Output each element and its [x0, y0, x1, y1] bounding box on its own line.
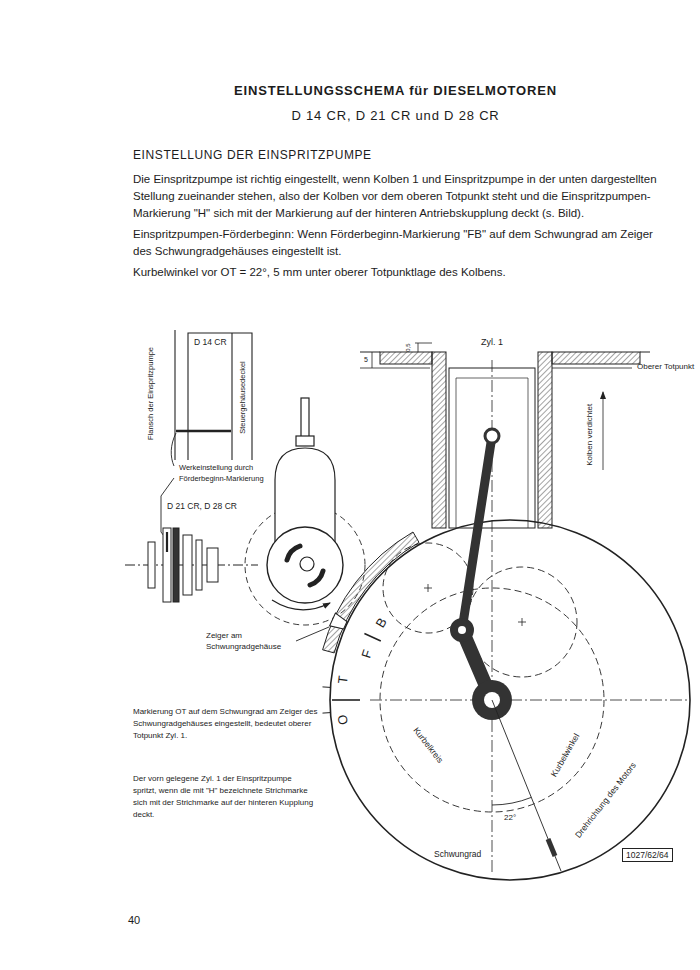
- leader-line: [171, 433, 176, 466]
- body-text: Einspritzpumpen-Förderbeginn: Wenn Förde…: [133, 226, 660, 260]
- injection-pump: [272, 600, 330, 610]
- part-label: Steuergehäusedeckel: [238, 361, 247, 434]
- dimension-line: [415, 343, 432, 344]
- connecting-rod: [458, 626, 466, 634]
- dimension-label: 5: [364, 356, 368, 364]
- flywheel: [323, 532, 419, 653]
- connecting-rod: [451, 619, 473, 641]
- cylinder-label: Zyl. 1: [481, 337, 503, 348]
- connecting-rod: [485, 429, 499, 443]
- injection-pump: [310, 571, 323, 585]
- injection-pump: [301, 398, 309, 438]
- center-mark: [424, 584, 526, 626]
- timing-cover-detail: [188, 333, 252, 460]
- gear-circle: [380, 543, 604, 812]
- drive-coupling: [183, 535, 192, 595]
- flywheel-mark: T: [335, 675, 351, 685]
- drive-coupling: [166, 532, 168, 552]
- crank-angle: [548, 839, 555, 856]
- angle-label: Kurbelwinkel: [548, 730, 583, 780]
- center-line: [370, 360, 690, 872]
- crank-angle: [492, 700, 561, 871]
- page-number: 40: [128, 914, 140, 927]
- injection-pump: [245, 398, 365, 625]
- flywheel: [330, 613, 349, 632]
- drive-coupling: [196, 540, 202, 590]
- note-text: Markierung OT auf dem Schwungrad am Zeig…: [133, 706, 321, 742]
- flywheel: [332, 699, 360, 701]
- cylinder: [432, 352, 446, 528]
- injection-pump: [267, 527, 343, 603]
- flywheel: [364, 634, 380, 642]
- dimension-line: [372, 352, 373, 368]
- drive-coupling: [148, 542, 155, 588]
- direction-label: Drehrichtung des Motors: [572, 759, 640, 842]
- flywheel: [323, 712, 331, 714]
- callout-text: Werkeinstellung durch Förderbeginn-Marki…: [179, 462, 273, 484]
- center-line: [370, 700, 690, 701]
- dimension-line: [552, 368, 632, 369]
- drive-coupling: [173, 528, 179, 602]
- part-label: Flansch der Einspritzpumpe: [146, 347, 155, 440]
- body-text: Kurbelwinkel vor OT = 22°, 5 mm unter ob…: [133, 264, 660, 281]
- crank-angle: [492, 797, 531, 805]
- injection-pump: [300, 557, 314, 571]
- drawing-number: 1027/62/64: [626, 850, 669, 860]
- body-text: Die Einspritzpumpe ist richtig eingestel…: [133, 171, 660, 222]
- flywheel: [330, 613, 349, 632]
- cylinder: [552, 352, 640, 364]
- drive-coupling: [125, 528, 258, 602]
- injection-pump: [296, 436, 314, 446]
- cylinder: [538, 352, 552, 528]
- dimension-line: [360, 343, 632, 470]
- drive-coupling: [163, 528, 171, 602]
- cylinder: [380, 352, 432, 364]
- flywheel-mark: O: [335, 714, 352, 726]
- page-title: EINSTELLUNGSSCHEMA für DIESELMOTOREN D 1…: [231, 78, 560, 128]
- injection-pump: [287, 546, 300, 560]
- drawing-number-box: 1027/62/64: [622, 848, 673, 862]
- flywheel: [330, 520, 690, 880]
- crank-angle: [492, 700, 561, 871]
- dimension-line: [603, 392, 604, 470]
- flywheel-mark: F: [358, 648, 375, 660]
- center-mark: [424, 584, 526, 626]
- angle-value: 22°: [502, 813, 518, 823]
- cylinder: [360, 352, 650, 528]
- dimension-line: [418, 343, 419, 352]
- flywheel: [323, 686, 331, 688]
- timing-cover-detail: [175, 330, 252, 460]
- timing-cover-detail: [174, 330, 175, 460]
- position-label: Oberer Totpunkt: [637, 362, 694, 372]
- cylinder: [640, 352, 650, 353]
- note-text: Der vorn gelegene Zyl. 1 der Einspritzpu…: [133, 773, 315, 821]
- timing-cover-detail: [176, 430, 231, 432]
- leader-line: [296, 627, 329, 641]
- callout-text: Zeiger am Schwungradgehäuse: [206, 630, 292, 652]
- direction-label: Kolben verdichtet: [585, 404, 595, 466]
- model-label: D 14 CR: [194, 337, 227, 347]
- part-label: Kurbelkreis: [410, 724, 447, 767]
- dimension-label: 0,5: [405, 343, 412, 351]
- dimension-line: [360, 368, 430, 369]
- cylinder: [360, 352, 380, 353]
- model-label: D 21 CR, D 28 CR: [167, 501, 237, 511]
- section-heading: EINSTELLUNG DER EINSPRITZPUMPE: [133, 148, 372, 162]
- part-label: Schwungrad: [432, 849, 483, 859]
- flywheel: [323, 520, 691, 880]
- connecting-rod: [451, 429, 512, 720]
- drive-coupling: [207, 548, 218, 582]
- timing-cover-detail: [231, 333, 232, 460]
- connecting-rod: [462, 436, 492, 630]
- flywheel-mark: B: [372, 615, 390, 630]
